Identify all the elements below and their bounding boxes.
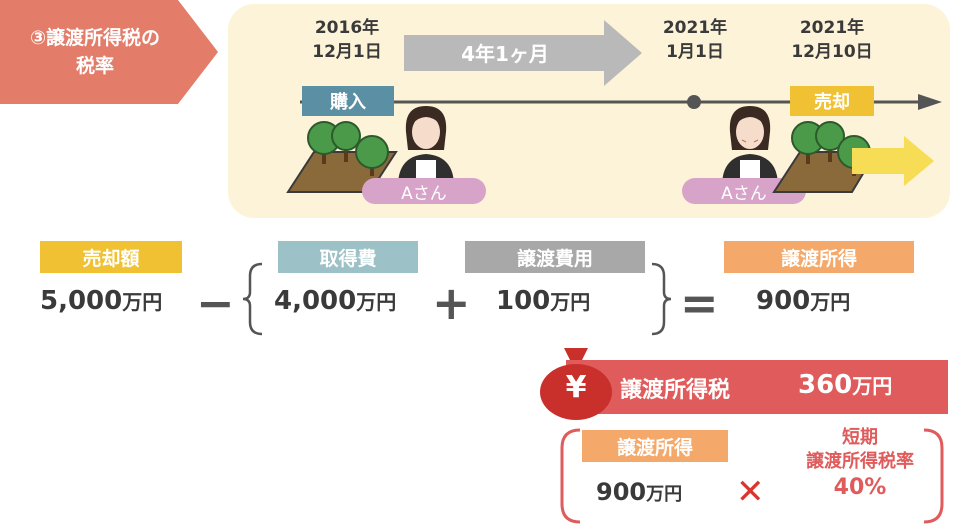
multiply-icon: ✕ <box>736 472 765 512</box>
sale-amount-label: 売却額 <box>40 241 182 273</box>
money-bag-icon <box>540 348 612 420</box>
header-ribbon <box>0 0 218 104</box>
tax-number: 360 <box>798 370 853 400</box>
rate-label-line2: 譲渡所得税率 <box>806 451 914 472</box>
mid-point-marker <box>687 95 701 109</box>
transfer-income-value: 900万円 <box>756 286 850 316</box>
yellow-arrow-icon <box>852 136 934 186</box>
acquisition-cost-unit: 万円 <box>356 290 397 314</box>
duration-arrow <box>404 20 642 86</box>
mid-year: 2021年 <box>662 18 728 38</box>
land-with-trees-icon <box>286 121 398 193</box>
equals-sign: = <box>680 276 719 330</box>
start-day: 12月1日 <box>312 42 382 62</box>
purchase-tag: 購入 <box>302 86 394 116</box>
duration-label: 4年1ヶ月 <box>461 42 549 66</box>
transfer-income-number: 900 <box>756 286 811 316</box>
yen-symbol: ¥ <box>565 370 587 405</box>
person-label-1: Aさん <box>362 178 486 204</box>
sale-tag: 売却 <box>790 86 874 116</box>
income-unit-small: 万円 <box>646 484 683 505</box>
acquisition-cost-value: 4,000万円 <box>274 286 396 316</box>
short-term-rate: 短期 譲渡所得税率 40% <box>782 426 938 500</box>
minus-sign: − <box>196 276 235 330</box>
rate-value: 40% <box>833 475 887 500</box>
transfer-cost-unit: 万円 <box>550 290 591 314</box>
header-title-line2: 税率 <box>75 55 114 77</box>
header-title-line1: ③譲渡所得税の <box>29 27 161 49</box>
mid-date: 2021年 1月1日 <box>640 16 750 64</box>
sale-amount-number: 5,000 <box>40 286 123 316</box>
rate-label-line1: 短期 <box>842 427 878 448</box>
calculation-box <box>560 428 944 524</box>
acquisition-cost-label: 取得費 <box>278 241 418 273</box>
transfer-income-tax-label: 譲渡所得税 <box>620 378 731 403</box>
start-date: 2016年 12月1日 <box>292 16 402 64</box>
left-bracket <box>242 262 263 336</box>
transfer-cost-number: 100 <box>496 286 551 316</box>
transfer-income-tax-value: 360万円 <box>798 370 892 400</box>
person-a-young-icon <box>398 106 454 186</box>
sale-amount-value: 5,000万円 <box>40 286 162 316</box>
transfer-income-label: 譲渡所得 <box>724 241 914 273</box>
mid-day: 1月1日 <box>666 42 724 62</box>
acquisition-cost-number: 4,000 <box>274 286 357 316</box>
tax-bar <box>566 360 948 414</box>
end-date: 2021年 12月10日 <box>772 16 892 64</box>
end-year: 2021年 <box>799 18 865 38</box>
income-number-small: 900 <box>596 478 647 506</box>
transfer-income-unit: 万円 <box>810 290 851 314</box>
end-day: 12月10日 <box>791 42 873 62</box>
transfer-cost-value: 100万円 <box>496 286 590 316</box>
right-bracket <box>651 262 672 336</box>
income-label-small: 譲渡所得 <box>582 430 728 462</box>
sale-amount-unit: 万円 <box>122 290 163 314</box>
income-value-small: 900万円 <box>596 478 682 506</box>
tax-unit: 万円 <box>852 374 893 398</box>
start-year: 2016年 <box>314 18 380 38</box>
header-title: ③譲渡所得税の 税率 <box>10 24 180 80</box>
transfer-cost-label: 譲渡費用 <box>465 241 645 273</box>
plus-sign: + <box>432 276 471 330</box>
